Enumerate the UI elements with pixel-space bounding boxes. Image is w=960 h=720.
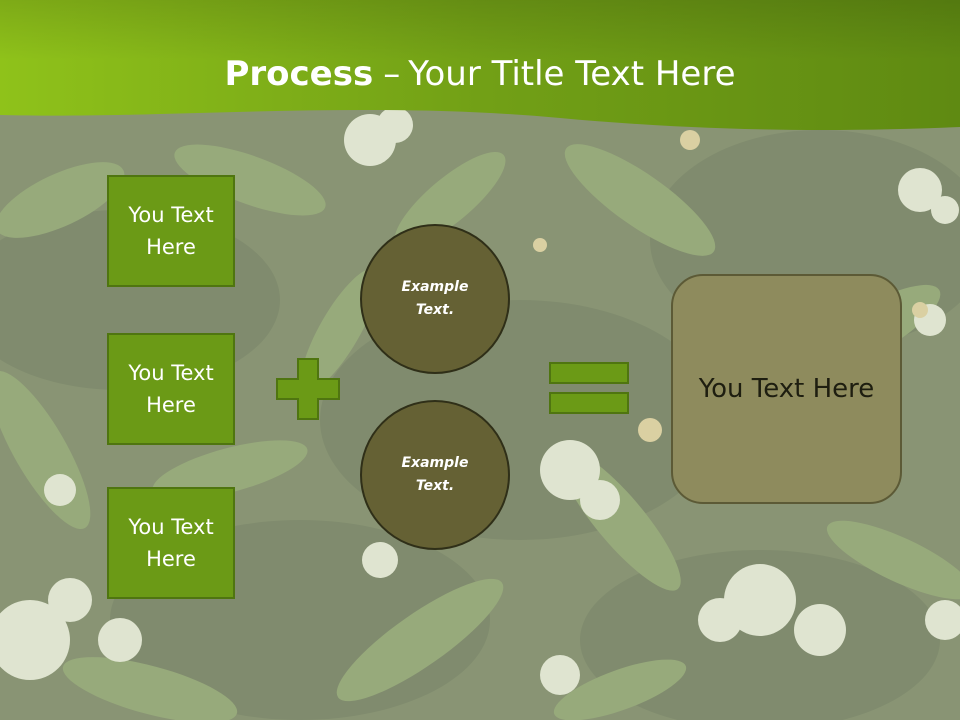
input-box-2-label: You Text Here xyxy=(128,361,214,417)
example-circle-1: Example Text. xyxy=(360,224,510,374)
title-dash: – xyxy=(383,54,401,94)
example-circle-2: Example Text. xyxy=(360,400,510,550)
input-box-2: You Text Here xyxy=(107,333,235,445)
input-box-3-label: You Text Here xyxy=(128,515,214,571)
input-box-1: You Text Here xyxy=(107,175,235,287)
input-box-3: You Text Here xyxy=(107,487,235,599)
equals-icon xyxy=(549,362,629,414)
example-circle-2-label: Example Text. xyxy=(401,455,469,494)
input-box-1-label: You Text Here xyxy=(128,203,214,259)
title-rest: Your Title Text Here xyxy=(408,54,736,94)
example-circle-1-label: Example Text. xyxy=(401,279,469,318)
plus-icon xyxy=(276,358,340,420)
title-bold-part: Process xyxy=(224,54,374,94)
result-box: You Text Here xyxy=(671,274,902,504)
result-box-label: You Text Here xyxy=(698,374,875,404)
slide-title: Process–Your Title Text Here xyxy=(0,52,960,96)
header-band xyxy=(0,0,960,130)
